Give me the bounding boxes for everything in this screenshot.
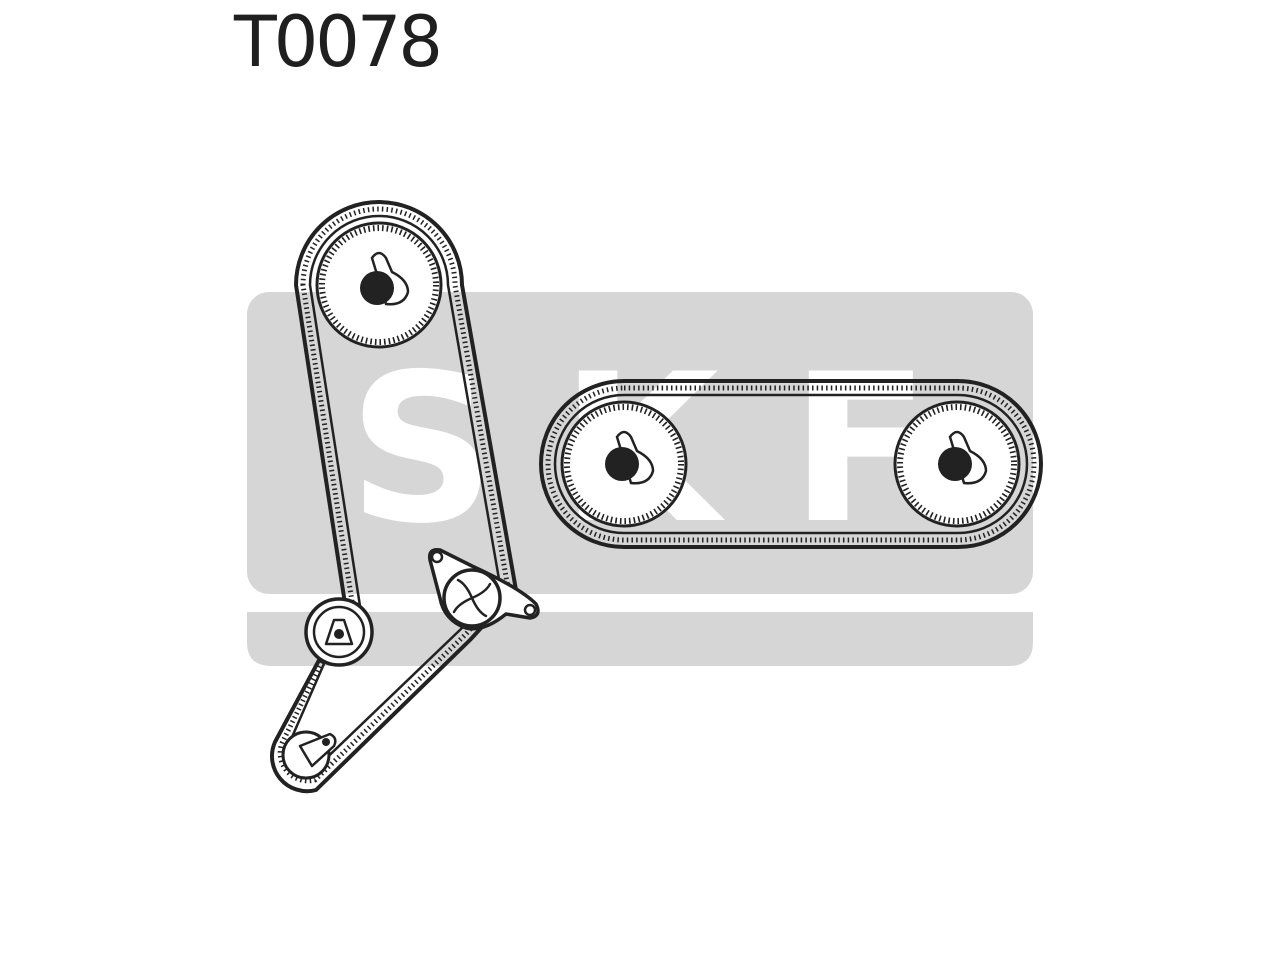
secondary-belt-outer-edge [539,379,1043,549]
camshaft-hub-icon [360,271,394,305]
belt-tensioner [304,597,374,667]
crankshaft-timing-mark-icon [322,738,330,746]
camshaft-pulley-teeth [319,225,439,345]
shaft-pulley-right-teeth [897,404,1017,524]
watermark-letter-s: S [348,331,496,569]
crankshaft-sprocket [281,730,337,780]
secondary-belt-teeth [545,385,1037,543]
water-pump [427,547,540,631]
watermark-band-lower [247,612,1033,666]
water-pump-bolt-top [430,550,444,564]
main-belt-outer-edge [270,200,518,794]
secondary-timing-belt [539,379,1043,549]
tensioner-bolt-icon [334,629,344,639]
shaft-pulley-left-teeth [564,404,684,524]
shaft-pulley-left-hub-icon [605,447,639,481]
camshaft-pulley [315,221,443,349]
shaft-pulley-left [560,400,688,528]
impeller-icon [452,578,492,618]
diagram-code: T0078 [234,1,443,83]
main-belt-teeth [277,206,511,784]
water-pump-bolt-right [523,603,537,617]
shaft-pulley-right [893,400,1021,528]
secondary-belt-inner-edge [553,393,1029,535]
shaft-pulley-right-hub-icon [938,447,972,481]
